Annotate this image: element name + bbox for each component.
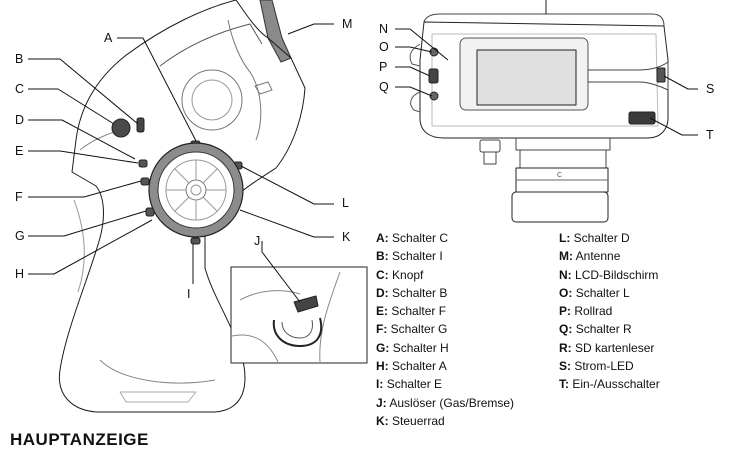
callout-q: Q (379, 80, 389, 94)
callout-e: E (15, 144, 24, 158)
upper-panel (159, 23, 263, 67)
callout-h: H (15, 267, 25, 281)
steering-wheel-shape (148, 142, 244, 238)
lcd-screen-shape (476, 49, 577, 106)
callout-t: T (706, 128, 714, 142)
grip-inner-line (73, 199, 85, 293)
legend-item: R: SD kartenleser (559, 340, 655, 355)
legend-item: F: Schalter G (376, 322, 448, 337)
panel-seam (227, 19, 262, 141)
callout-j: J (254, 234, 261, 248)
legend-left-column: A: Schalter C B: Schalter I C: Knopf D: … (376, 229, 514, 430)
transmitter-side-body (58, 0, 306, 413)
knob-shape (111, 118, 131, 138)
legend-right-column: L: Schalter D M: Antenne N: LCD-Bildschi… (559, 229, 660, 394)
legend-item: D: Schalter B (376, 285, 448, 300)
legend-item: B: Schalter I (376, 249, 443, 264)
base-slot (119, 391, 197, 403)
rear-vent (254, 81, 273, 95)
side-circle-detail (181, 69, 243, 131)
callout-b: B (15, 52, 24, 66)
callout-f: F (15, 190, 23, 204)
power-led-shape (656, 67, 666, 83)
body-outline (58, 0, 306, 413)
legend-item: G: Schalter H (376, 340, 449, 355)
legend-item: N: LCD-Bildschirm (559, 267, 659, 282)
legend-item: O: Schalter L (559, 285, 630, 300)
side-circle-inner (191, 79, 233, 121)
legend-item: E: Schalter F (376, 304, 447, 319)
transmitter-front-body (409, 0, 669, 223)
callout-d: D (15, 113, 25, 127)
legend-item: H: Schalter A (376, 359, 447, 374)
base-seam (99, 359, 216, 384)
trigger-inset (230, 266, 368, 364)
legend-item: K: Steuerrad (376, 413, 445, 428)
section-heading: HAUPTANZEIGE (10, 430, 149, 449)
legend-item: C: Knopf (376, 267, 424, 282)
legend-item: M: Antenne (559, 249, 621, 264)
legend-item: Q: Schalter R (559, 322, 632, 337)
callout-s: S (706, 82, 715, 96)
callout-k: K (342, 230, 351, 244)
switch-e-shape (190, 237, 201, 245)
legend-item: I: Schalter E (376, 377, 443, 392)
base-marking: C (557, 172, 563, 179)
callout-o: O (379, 40, 389, 54)
callout-a: A (104, 31, 113, 45)
legend-item: S: Strom-LED (559, 359, 634, 374)
callout-g: G (15, 229, 25, 243)
callout-c: C (15, 82, 25, 96)
callout-n: N (379, 22, 389, 36)
switch-g-shape (140, 177, 150, 186)
antenna-shape (259, 0, 292, 63)
legend-item: T: Ein-/Ausschalter (559, 377, 660, 392)
roller-wheel-shape (428, 68, 439, 84)
callout-m: M (342, 17, 353, 31)
callout-i: I (187, 287, 191, 301)
callout-p: P (379, 60, 388, 74)
legend-item: A: Schalter C (376, 231, 449, 245)
switch-f-shape (138, 159, 148, 168)
trigger-shape (293, 295, 319, 313)
legend-item: P: Rollrad (559, 304, 613, 319)
leader-lines (28, 23, 698, 303)
power-switch-shape (628, 111, 656, 125)
legend-item: L: Schalter D (559, 231, 630, 245)
callout-l: L (342, 196, 349, 210)
switch-r-shape (429, 91, 439, 101)
legend-item: J: Auslöser (Gas/Bremse) (376, 395, 515, 410)
switch-i-shape (136, 117, 145, 133)
